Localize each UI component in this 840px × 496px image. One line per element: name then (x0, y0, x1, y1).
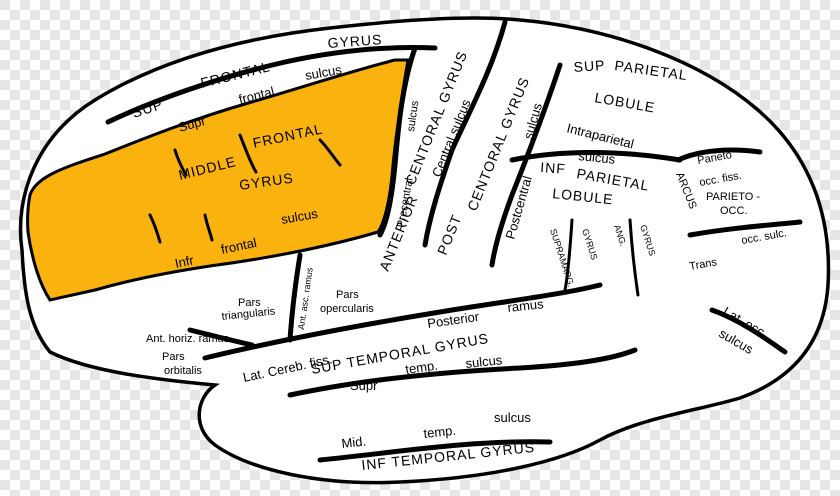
frontal-fold-1 (173, 148, 188, 177)
label-temp: temp. (404, 358, 438, 377)
label-ramus: ramus (507, 296, 545, 315)
label-sulcus-infr: sulcus (280, 206, 319, 227)
label-gyrus-top: GYRUS (327, 31, 383, 51)
label-supr: Supr (177, 113, 208, 135)
label-supr-temp: Supr (350, 378, 378, 393)
label-sulcus-temp: sulcus (465, 352, 504, 371)
label-opercularis: opercularis (320, 303, 374, 315)
frontal-fold-3 (318, 138, 342, 167)
ant-horizontal-ramus (187, 327, 255, 348)
label-parieto: Parieto (696, 149, 732, 167)
middle-temporal-sulcus (317, 439, 553, 463)
label-trans: Trans (688, 256, 718, 273)
label-sulcus-precentral: sulcus (405, 99, 421, 132)
label-ant-horiz-ramus: Ant. horiz. ramus (146, 333, 230, 345)
ant-ascending-ramus (287, 252, 303, 343)
superior-temporal-sulcus (287, 347, 638, 398)
frontal-fold-5 (203, 213, 214, 242)
lateral-cerebral-fissure (202, 282, 603, 361)
intraparietal-sulcus (509, 150, 683, 163)
superior-frontal-sulcus (105, 45, 438, 125)
label-sup-parietal-1: SUP (573, 57, 606, 75)
frontal-fold-2 (238, 133, 258, 174)
label-mid: Mid. (341, 433, 367, 450)
label-pars-tri: Pars (238, 297, 261, 309)
label-pars-orb: Pars (162, 351, 185, 363)
label-posterior: Posterior (426, 309, 480, 331)
lateral-occipital-sulcus (709, 307, 788, 355)
postcentral-sulcus (489, 62, 563, 268)
label-pars-op: Pars (336, 289, 359, 301)
label-parieto-occ-2: OCC. (720, 205, 748, 217)
label-frontal-infr: frontal (220, 235, 259, 257)
central-sulcus (422, 19, 508, 248)
label-sulcus-mid: sulcus (494, 410, 531, 425)
transverse-occipital-sulcus (687, 219, 803, 238)
label-triangularis: triangularis (221, 305, 276, 323)
label-parieto-occ-1: PARIETO - (706, 191, 760, 203)
label-temp-mid: temp. (423, 423, 457, 441)
label-infr: Infr (174, 252, 196, 271)
supramarginal-sulcus (563, 218, 574, 292)
label-sulcus-sup-frontal: sulcus (304, 62, 343, 83)
frontal-fold-4 (148, 213, 162, 244)
angular-sulcus (628, 218, 640, 297)
label-orbitalis: orbitalis (164, 365, 202, 377)
label-sulcus-intraparietal: sulcus (578, 148, 617, 167)
label-gyrus-mid: GYRUS (238, 170, 294, 193)
precentral-sulcus (377, 45, 418, 238)
parieto-occipital-fissure (675, 147, 763, 163)
label-lobule-inf: LOBULE (552, 185, 615, 207)
label-inf: INF (540, 159, 567, 177)
